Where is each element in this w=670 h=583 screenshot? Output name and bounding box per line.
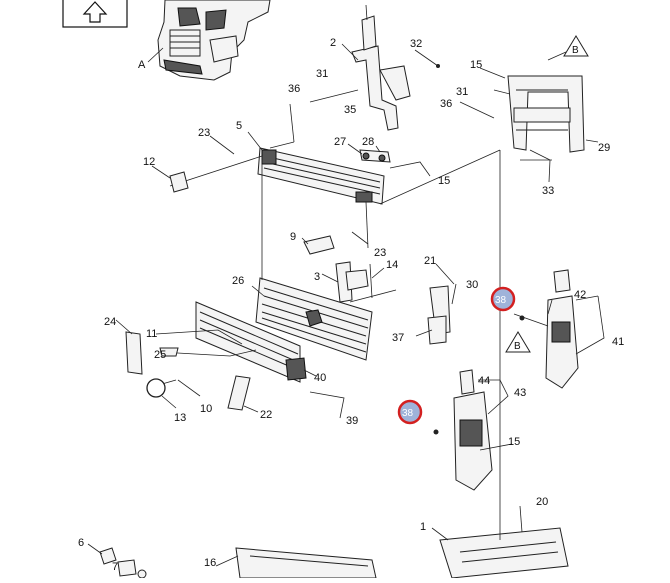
callout-label: 31 xyxy=(456,86,468,98)
callout-label: 30 xyxy=(466,279,478,291)
callout-label: 24 xyxy=(104,316,116,328)
svg-text:38: 38 xyxy=(402,408,414,419)
bracket-assembly-29 xyxy=(507,75,599,183)
lower-grille-panel xyxy=(195,301,307,383)
callout-label: 21 xyxy=(424,255,436,267)
callout-label: 40 xyxy=(314,372,326,384)
callout-label: 32 xyxy=(410,38,422,50)
callout-label: 22 xyxy=(260,409,272,421)
bracket-part-12 xyxy=(169,171,189,193)
bottom-plate-1 xyxy=(431,505,569,579)
callout-labels: 2 32 15 31 36 31 36 35 29 A 23 5 27 28 1… xyxy=(78,37,624,573)
clip-part-25 xyxy=(159,347,179,357)
callout-label: 44 xyxy=(478,375,490,387)
callout-label: 36 xyxy=(288,83,300,95)
callout-label: 28 xyxy=(362,136,374,148)
callout-label: 31 xyxy=(316,68,328,80)
svg-text:B: B xyxy=(514,341,521,352)
lamp-ring-13 xyxy=(146,378,166,398)
triangle-marker-b-mid: B xyxy=(505,331,531,353)
callout-label: 42 xyxy=(574,289,586,301)
bracket-assembly-41 xyxy=(513,269,605,389)
bracket-assembly-3 xyxy=(321,261,385,303)
up-arrow-icon xyxy=(82,1,108,23)
callout-label: 41 xyxy=(612,336,624,348)
callout-label: 12 xyxy=(143,156,155,168)
callout-label: 9 xyxy=(290,231,296,243)
bracket-assembly-2 xyxy=(341,4,411,131)
callout-label: 15 xyxy=(470,59,482,71)
truck-overview-illustration xyxy=(147,0,271,81)
svg-text:38: 38 xyxy=(495,295,507,306)
callout-label: 37 xyxy=(392,332,404,344)
callout-label: 27 xyxy=(334,136,346,148)
callout-label: 15 xyxy=(508,436,520,448)
up-arrow-button[interactable] xyxy=(62,0,128,28)
callout-label: 43 xyxy=(514,387,526,399)
callout-label: 10 xyxy=(200,403,212,415)
callout-label: 6 xyxy=(78,537,84,549)
bracket-assembly-43 xyxy=(453,369,513,491)
callout-label: 5 xyxy=(236,120,242,132)
trim-part-22 xyxy=(227,375,251,411)
callout-label: 23 xyxy=(198,127,210,139)
svg-text:B: B xyxy=(572,45,579,56)
callout-label: 16 xyxy=(204,557,216,569)
callout-label: 15 xyxy=(438,175,450,187)
callout-label: 7 xyxy=(112,561,118,573)
callout-label: 2 xyxy=(330,37,336,49)
cross-beam-5 xyxy=(169,131,385,205)
front-grille-26 xyxy=(251,277,373,361)
callout-label: 11 xyxy=(146,328,157,340)
bracket-part-9 xyxy=(303,235,335,255)
callout-label: 1 xyxy=(420,521,426,533)
callout-label: 29 xyxy=(598,142,610,154)
callout-label: 26 xyxy=(232,275,244,287)
triangle-marker-b-top: B xyxy=(563,35,589,57)
highlighted-callout-38-upper[interactable]: 38 xyxy=(490,286,516,312)
highlighted-callout-38-lower[interactable]: 38 xyxy=(397,399,423,425)
callout-label: 20 xyxy=(536,496,548,508)
bracket-assembly-30 xyxy=(415,263,457,345)
callout-label: 35 xyxy=(344,104,356,116)
callout-label: 14 xyxy=(386,259,398,271)
callout-label: 33 xyxy=(542,185,554,197)
clip-parts-27-28 xyxy=(347,143,391,163)
callout-label: 3 xyxy=(314,271,320,283)
callout-label: 36 xyxy=(440,98,452,110)
callout-label: 23 xyxy=(374,247,386,259)
callout-label: 25 xyxy=(154,349,166,361)
side-trim-24 xyxy=(125,331,143,375)
callout-label: 13 xyxy=(174,412,186,424)
lower-left-parts xyxy=(87,543,377,579)
callout-label: A xyxy=(138,59,146,71)
callout-label: 39 xyxy=(346,415,358,427)
